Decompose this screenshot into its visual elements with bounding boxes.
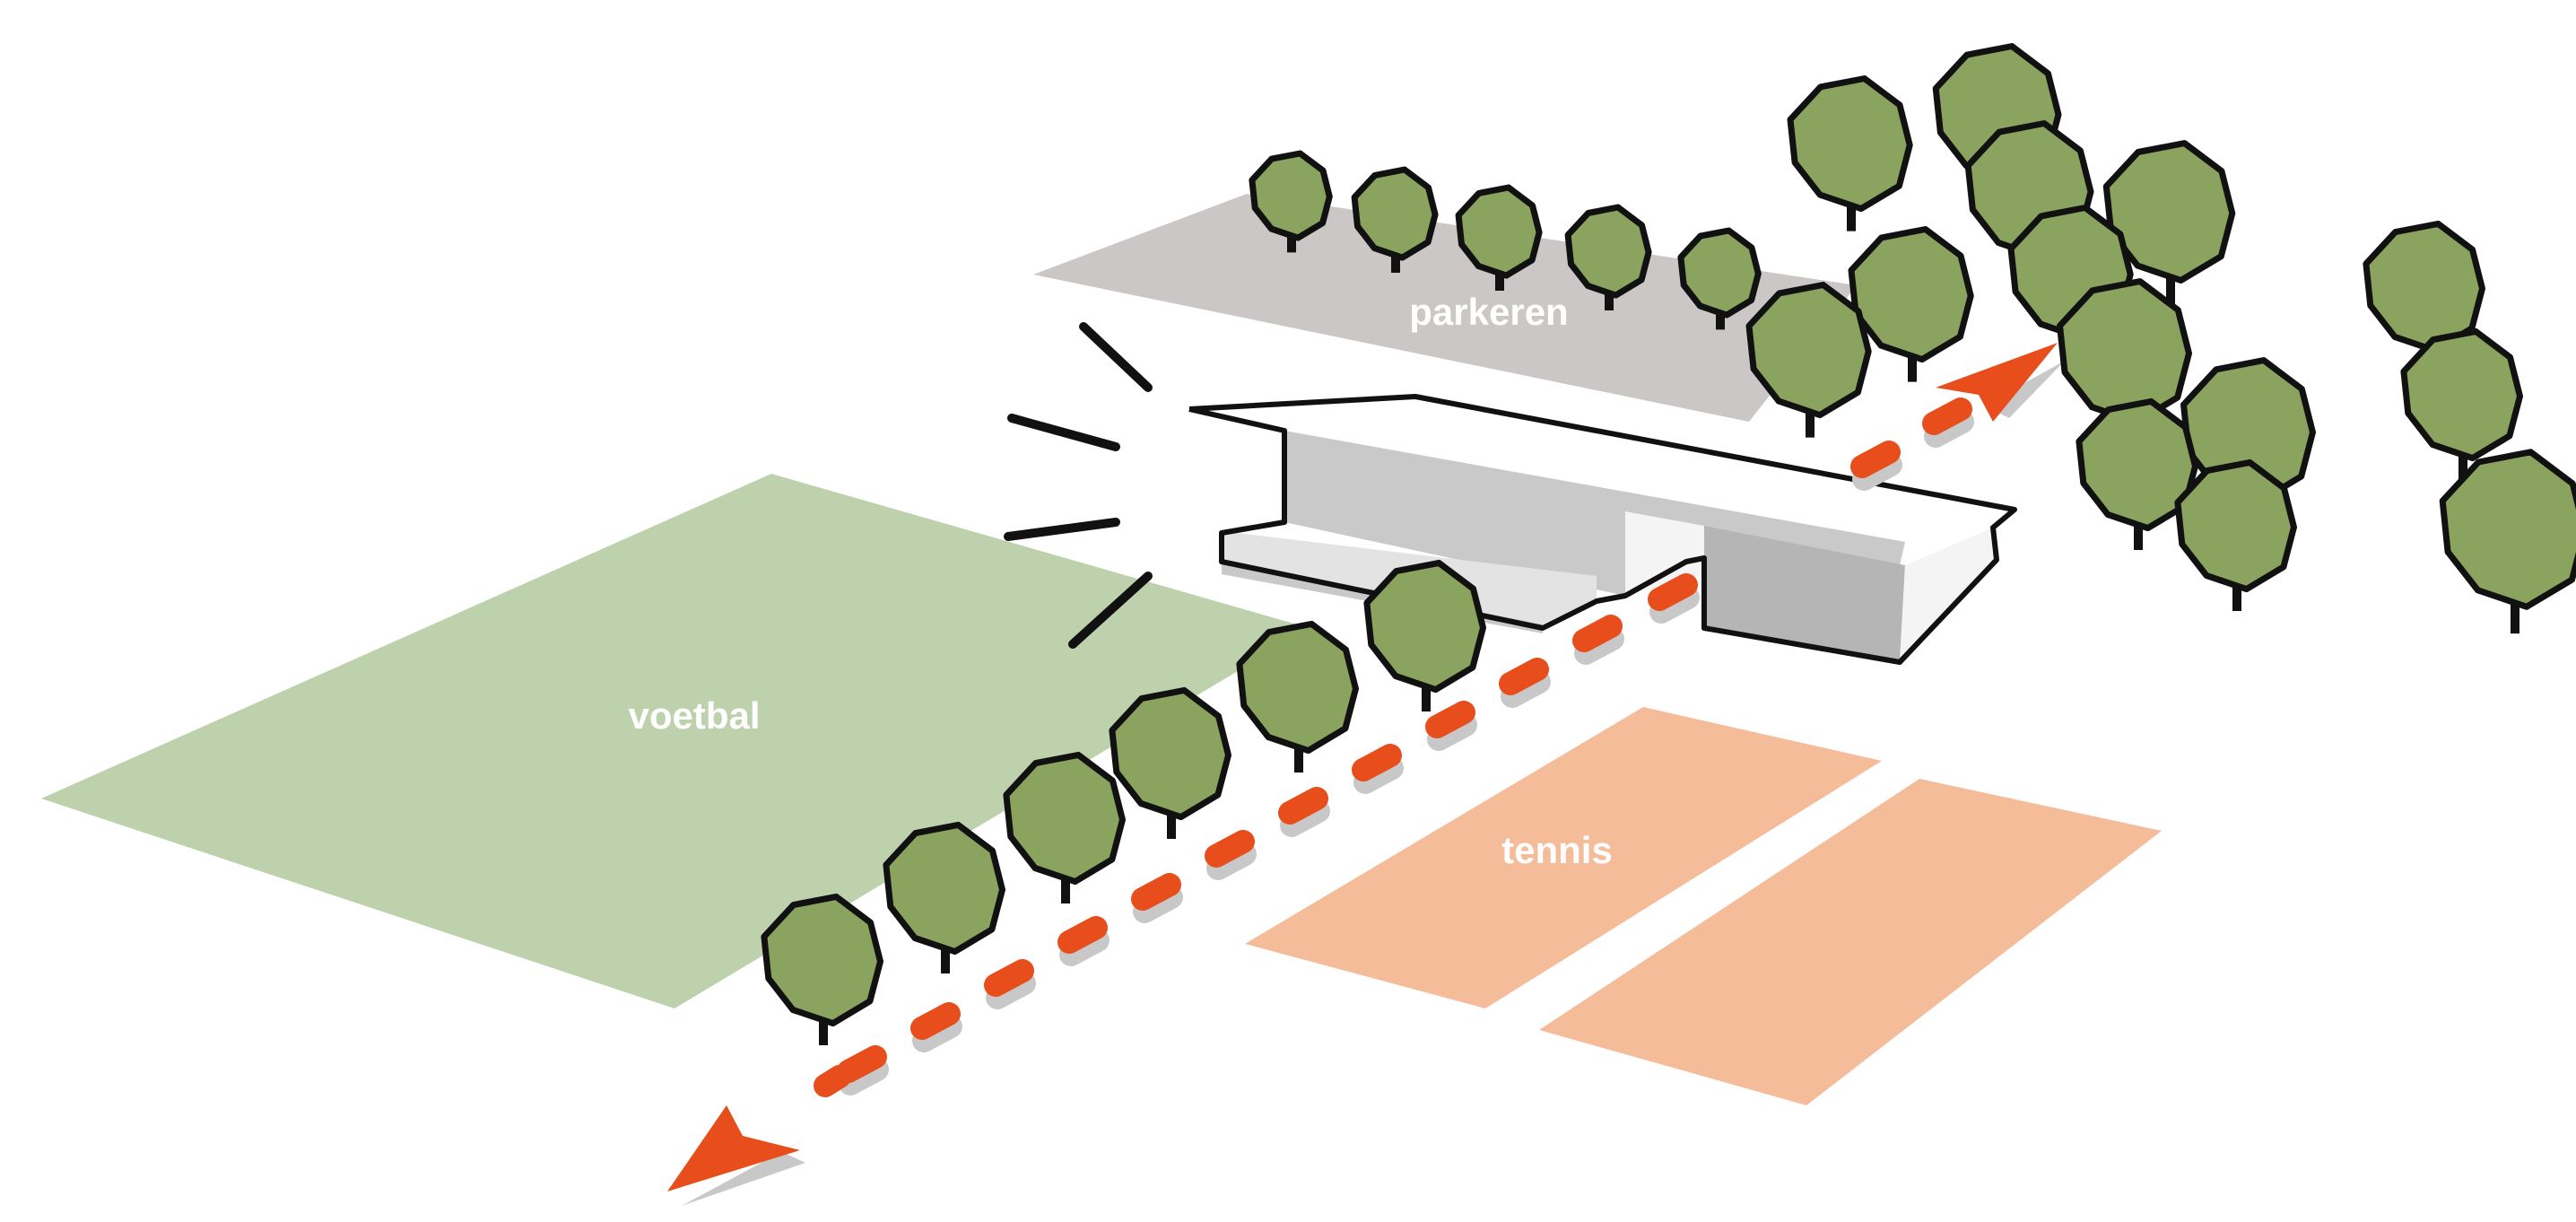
route-shadow xyxy=(839,410,1974,1095)
tree-canopy xyxy=(1003,751,1126,886)
tree-icon xyxy=(1363,559,1486,712)
tree-icon xyxy=(2174,458,2297,612)
building-wall-right-light xyxy=(1900,528,1997,662)
tree-icon xyxy=(761,893,883,1046)
tree-canopy xyxy=(1677,227,1762,319)
trees xyxy=(761,43,2576,1046)
tree-icon xyxy=(883,821,1005,974)
tree-canopy xyxy=(883,821,1005,956)
ray xyxy=(1068,572,1153,649)
building-wall-right xyxy=(1704,526,1905,662)
tree-canopy xyxy=(1564,204,1652,299)
tree-canopy xyxy=(2363,220,2485,354)
tree-canopy xyxy=(761,893,883,1027)
parking-area xyxy=(1033,194,1857,422)
tree-canopy xyxy=(2076,397,2198,532)
tree-canopy xyxy=(1787,75,1913,213)
label-football: voetbal xyxy=(628,694,760,737)
tennis-court-2 xyxy=(1539,779,2162,1105)
tree-icon xyxy=(2439,449,2576,634)
tree-icon xyxy=(1677,227,1762,330)
tree-icon xyxy=(1236,620,1359,773)
tree-canopy xyxy=(2400,327,2523,462)
tree-icon xyxy=(1351,166,1439,273)
tree-canopy xyxy=(1455,184,1543,279)
label-parking: parkeren xyxy=(1409,291,1568,333)
label-tennis: tennis xyxy=(1501,829,1613,871)
tree-canopy xyxy=(1249,150,1333,241)
tree-icon xyxy=(1455,184,1543,291)
ray xyxy=(1007,414,1120,451)
tree-icon xyxy=(1564,204,1652,310)
tree-canopy xyxy=(2439,449,2576,610)
tree-icon xyxy=(1745,282,1872,438)
football-field xyxy=(41,474,1310,1008)
highlight-rays xyxy=(1004,322,1153,649)
tree-icon xyxy=(2400,327,2523,481)
tree-icon xyxy=(1848,226,1974,382)
building-roof xyxy=(1189,397,2015,528)
tree-icon xyxy=(2102,140,2236,304)
building-icon xyxy=(1188,394,2017,665)
route-line xyxy=(814,397,1972,1097)
tree-icon xyxy=(1109,686,1231,840)
tree-canopy xyxy=(1745,282,1872,419)
route-arrow-icon xyxy=(1936,343,2058,422)
tree-canopy xyxy=(1351,166,1439,261)
building-wall-left xyxy=(1284,431,1905,596)
tree-icon xyxy=(1787,75,1913,231)
tree-canopy xyxy=(1363,559,1486,694)
tree-icon xyxy=(1249,150,1333,253)
tennis-court-1 xyxy=(1245,707,1882,1008)
building-outline xyxy=(1188,394,2017,665)
tree-canopy xyxy=(2057,278,2192,425)
tree-canopy xyxy=(1848,226,1974,363)
tree-icon xyxy=(1003,751,1126,904)
ray xyxy=(1004,518,1120,541)
route-arrow-icon xyxy=(667,1105,800,1191)
ray xyxy=(1079,322,1153,392)
tree-canopy xyxy=(1236,620,1359,755)
tree-canopy xyxy=(2174,458,2297,593)
tree-canopy xyxy=(1109,686,1231,821)
tree-icon xyxy=(2076,397,2198,551)
tree-canopy xyxy=(2102,140,2236,284)
